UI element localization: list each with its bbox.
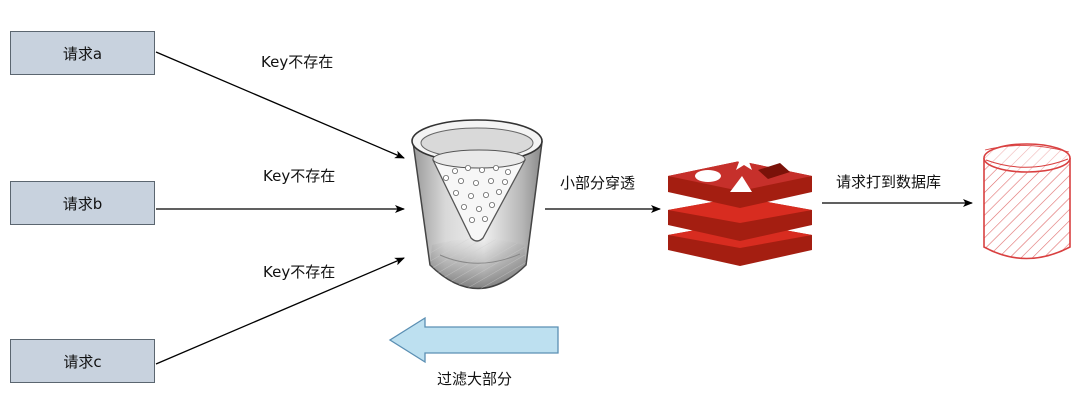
arrow-a-to-filter — [155, 51, 405, 159]
edge-label-key-missing-c: Key不存在 — [263, 263, 336, 281]
request-arrows — [155, 51, 405, 365]
request-b-label: 请求b — [62, 194, 103, 213]
request-b-box: 请求b — [10, 181, 155, 225]
request-c-box: 请求c — [10, 339, 155, 383]
request-a-label: 请求a — [62, 44, 103, 63]
edge-label-key-missing-b: Key不存在 — [263, 167, 336, 185]
database-cylinder-icon — [983, 143, 1071, 260]
redis-icon — [668, 149, 812, 266]
filter-back-arrow — [388, 316, 559, 364]
edge-label-penetrate: 小部分穿透 — [560, 174, 636, 192]
edge-label-filter: 过滤大部分 — [437, 370, 513, 388]
edge-label-key-missing-a: Key不存在 — [261, 53, 334, 71]
edge-label-to-db: 请求打到数据库 — [836, 173, 942, 191]
arrow-c-to-filter — [155, 257, 405, 365]
funnel-filter-icon — [411, 119, 543, 290]
request-c-label: 请求c — [63, 352, 102, 371]
request-a-box: 请求a — [10, 31, 155, 75]
